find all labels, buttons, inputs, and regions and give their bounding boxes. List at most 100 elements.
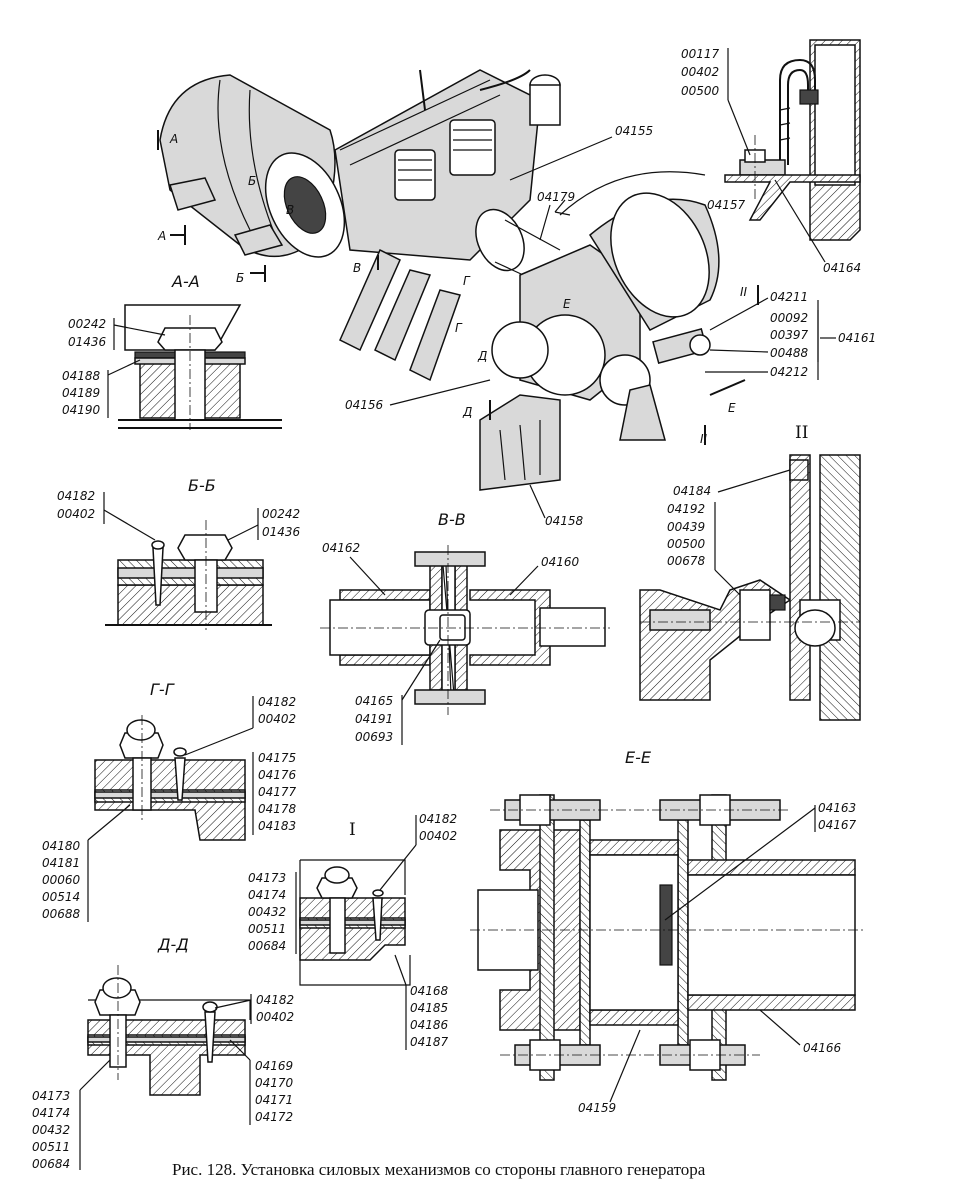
label-00500: 00500 <box>681 84 720 98</box>
label-00684: 00684 <box>248 939 286 953</box>
label-04212: 04212 <box>770 365 808 379</box>
figure-caption: Рис. 128. Установка силовых механизмов с… <box>172 1160 706 1179</box>
label-04180: 04180 <box>42 839 81 853</box>
cut-letter-d-bottom: Д <box>462 405 472 419</box>
label-04211: 04211 <box>770 290 808 304</box>
section-title-gg: Г-Г <box>150 680 175 699</box>
label-04170: 04170 <box>255 1076 294 1090</box>
inset-pipe-fitting: 00117 00402 00500 04164 <box>681 39 861 275</box>
section-title-ee: Е-Е <box>625 748 652 767</box>
label-04176: 04176 <box>258 768 297 782</box>
label-01436: 01436 <box>262 525 301 539</box>
label-04189: 04189 <box>62 386 100 400</box>
label-04191: 04191 <box>355 712 393 726</box>
section-title-i: I <box>349 820 356 840</box>
label-04169: 04169 <box>255 1059 293 1073</box>
cut-letter-g-top: Г <box>463 274 471 288</box>
label-00402: 00402 <box>681 65 719 79</box>
label-04173: 04173 <box>32 1089 70 1103</box>
label-01436: 01436 <box>68 335 107 349</box>
label-00060: 00060 <box>42 873 81 887</box>
label-00514: 00514 <box>42 890 80 904</box>
section-i: I 04182 00402 04173 04174 00432 00511 00… <box>248 812 457 1050</box>
cut-letter-b-bottom: Б <box>236 271 244 285</box>
label-04162: 04162 <box>322 541 360 555</box>
label-04158: 04158 <box>545 514 584 528</box>
label-04163: 04163 <box>818 801 856 815</box>
section-d-d: Д-Д 04182 00402 04169 04170 04171 04172 … <box>32 935 294 1171</box>
label-04175: 04175 <box>258 751 296 765</box>
label-00242: 00242 <box>68 317 106 331</box>
section-title-ii: II <box>795 423 808 443</box>
label-04167: 04167 <box>818 818 857 832</box>
label-00488: 00488 <box>770 346 809 360</box>
cut-letter-g-bottom: Г <box>455 321 463 335</box>
label-04188: 04188 <box>62 369 101 383</box>
label-04186: 04186 <box>410 1018 449 1032</box>
label-04182: 04182 <box>258 695 296 709</box>
label-04155: 04155 <box>615 124 653 138</box>
cut-letter-e-top: Е <box>563 297 571 311</box>
section-ii: II 04184 04192 00439 00500 00678 <box>639 423 861 721</box>
label-00511: 00511 <box>32 1140 70 1154</box>
label-04172: 04172 <box>255 1110 293 1124</box>
label-04173: 04173 <box>248 871 286 885</box>
section-v-v: В-В 04162 04160 04165 04191 00693 <box>320 510 610 745</box>
label-04177: 04177 <box>258 785 297 799</box>
cut-letter-a-top: А <box>169 132 178 146</box>
label-04185: 04185 <box>410 1001 448 1015</box>
main-assembly-view <box>157 69 759 491</box>
label-00242: 00242 <box>262 507 300 521</box>
section-title-vv: В-В <box>438 510 466 529</box>
label-00688: 00688 <box>42 907 81 921</box>
label-04166: 04166 <box>803 1041 842 1055</box>
label-04156: 04156 <box>345 398 384 412</box>
label-04178: 04178 <box>258 802 297 816</box>
cut-letter-a-bottom: А <box>157 229 166 243</box>
label-04183: 04183 <box>258 819 296 833</box>
label-04190: 04190 <box>62 403 101 417</box>
label-00397: 00397 <box>770 328 809 342</box>
section-title-bb: Б-Б <box>188 476 216 495</box>
cut-letter-b-top: Б <box>248 174 256 188</box>
cut-letter-e-bottom: Е <box>728 401 736 415</box>
label-00402: 00402 <box>419 829 457 843</box>
cut-letter-v-top: В <box>286 203 294 217</box>
label-04161: 04161 <box>838 331 876 345</box>
label-00678: 00678 <box>667 554 706 568</box>
label-04160: 04160 <box>541 555 580 569</box>
label-00684: 00684 <box>32 1157 70 1171</box>
label-00402: 00402 <box>57 507 95 521</box>
section-e-e: Е-Е 04163 04167 04166 <box>470 748 865 1115</box>
section-a-a: А-А 00242 01436 04188 04189 04190 <box>62 272 282 430</box>
label-04171: 04171 <box>255 1093 293 1107</box>
label-04181: 04181 <box>42 856 80 870</box>
label-00500: 00500 <box>667 537 706 551</box>
label-00092: 00092 <box>770 311 808 325</box>
label-00439: 00439 <box>667 520 705 534</box>
label-04192: 04192 <box>667 502 705 516</box>
label-04164: 04164 <box>823 261 861 275</box>
cut-letter-ii-top: II <box>740 285 748 299</box>
label-00432: 00432 <box>32 1123 70 1137</box>
label-04165: 04165 <box>355 694 393 708</box>
label-04157: 04157 <box>707 198 746 212</box>
label-04182: 04182 <box>419 812 457 826</box>
label-04168: 04168 <box>410 984 449 998</box>
cut-letter-d-top: Д <box>477 349 487 363</box>
section-b-b: Б-Б 04182 00402 00242 01436 <box>57 476 301 630</box>
label-04179: 04179 <box>537 190 575 204</box>
cut-letter-ii-bottom: II <box>700 432 708 446</box>
label-00117: 00117 <box>681 47 720 61</box>
section-title-aa: А-А <box>171 272 200 291</box>
label-00511: 00511 <box>248 922 286 936</box>
section-title-dd: Д-Д <box>157 935 189 954</box>
label-00693: 00693 <box>355 730 393 744</box>
main-view-labels: 04155 04179 04157 04156 04158 04211 0009… <box>345 124 876 528</box>
cut-letters: А А Б Б В В Г Г Д Д Е Е II II <box>157 132 748 446</box>
label-04159: 04159 <box>578 1101 616 1115</box>
label-04184: 04184 <box>673 484 711 498</box>
label-00402: 00402 <box>256 1010 294 1024</box>
cut-letter-v-bottom: В <box>353 261 361 275</box>
